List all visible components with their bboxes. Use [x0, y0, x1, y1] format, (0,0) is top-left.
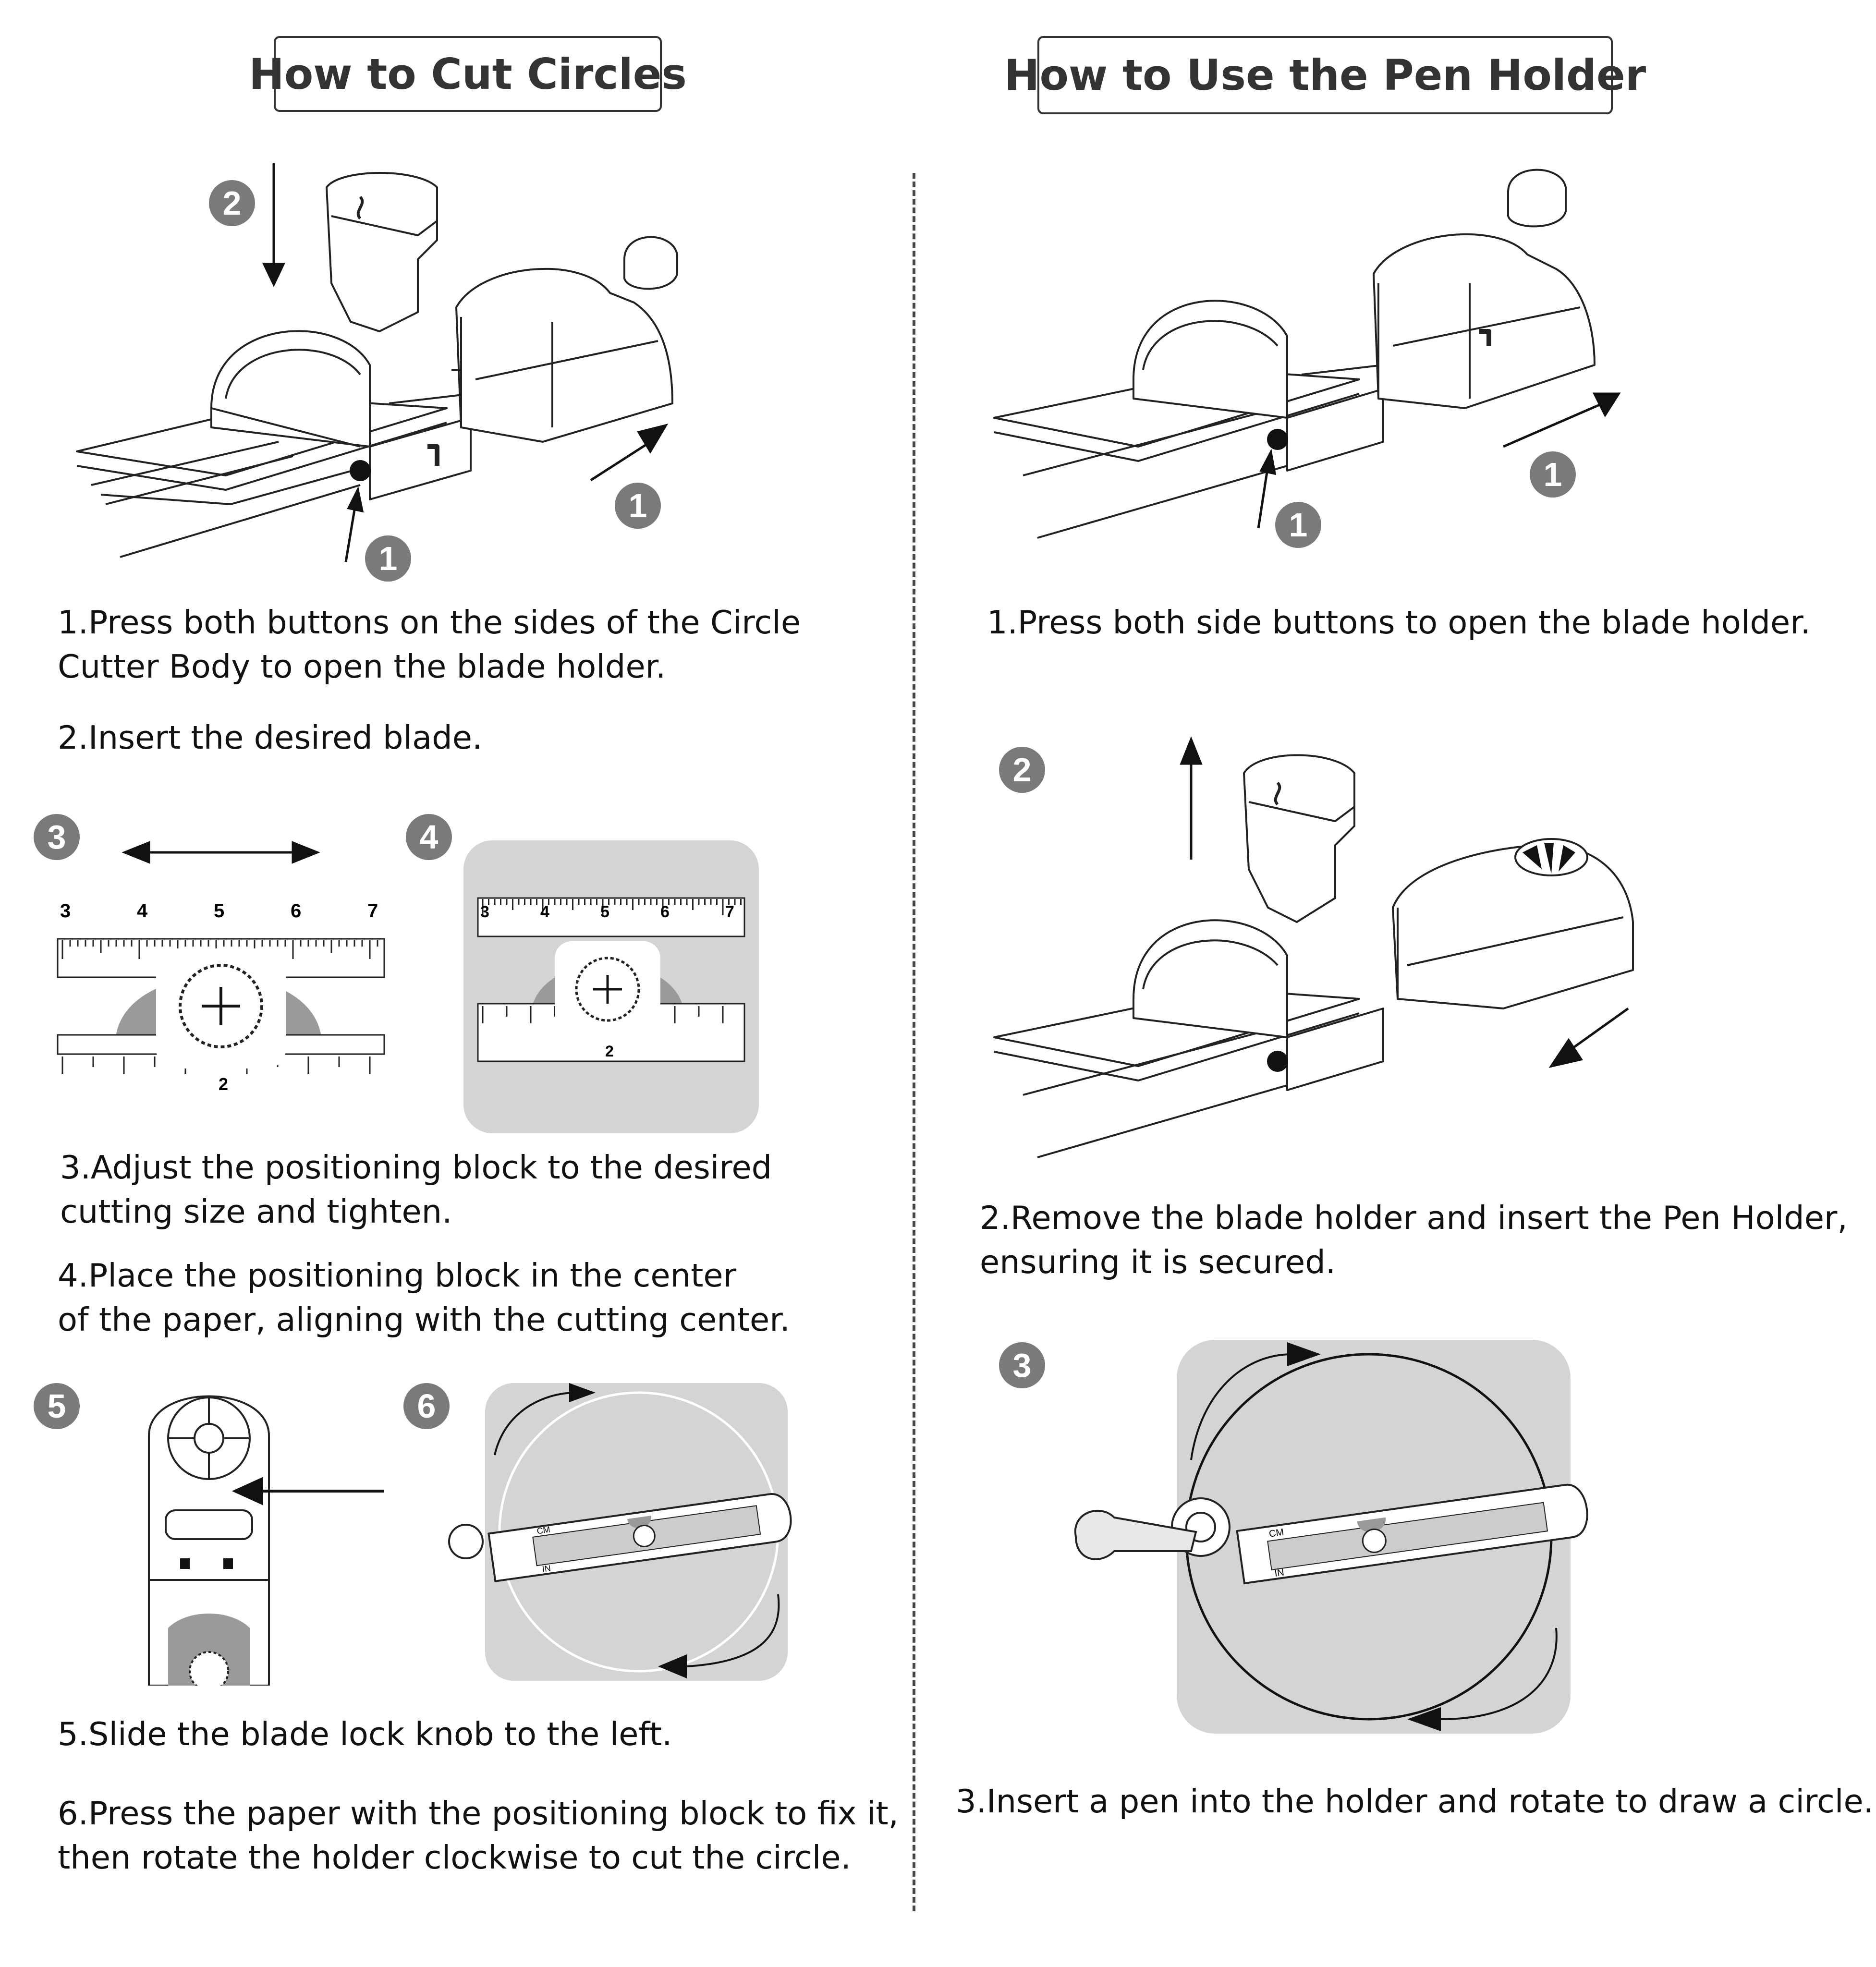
ruler3-top-tick: 7: [367, 900, 378, 922]
step-badge-5: 5: [34, 1383, 80, 1429]
ruler4-top-tick: 5: [600, 903, 609, 921]
right-section-title: How to Use the Pen Holder: [1004, 36, 1646, 114]
right-step-1: 1.Press both side buttons to open the bl…: [987, 604, 1811, 641]
left-section-title: How to Cut Circles: [249, 36, 687, 112]
left-step-2: 2.Insert the desired blade.: [58, 719, 483, 756]
step-badge-3: 3: [34, 814, 80, 860]
right-step-badge-1b: 1: [1530, 451, 1576, 498]
right-step-badge-1a: 1: [1275, 502, 1321, 548]
left-step-1: 1.Press both buttons on the sides of the…: [58, 604, 801, 686]
ruler4-top-tick: 6: [660, 903, 670, 921]
draw-circle-illustration: CM IN: [1071, 1325, 1599, 1748]
ruler3-bottom-tick: 2: [219, 1074, 228, 1094]
ruler-pen-in-label: IN: [1274, 1567, 1285, 1579]
right-step-3: 3.Insert a pen into the holder and rotat…: [956, 1783, 1874, 1820]
pen-holder-open-illustration: [989, 158, 1662, 567]
left-step-5: 5.Slide the blade lock knob to the left.: [58, 1715, 672, 1753]
cutter-open-illustration: [72, 158, 720, 591]
right-step-badge-2: 2: [999, 747, 1045, 793]
ruler4-bottom-tick: 2: [605, 1043, 614, 1060]
ruler4-top-tick: 7: [725, 903, 734, 921]
left-step-3: 3.Adjust the positioning block to the de…: [60, 1149, 772, 1231]
ruler-center-illustration: 3 4 5 6 7 2: [463, 840, 759, 1133]
ruler4-top-tick: 3: [480, 903, 489, 921]
ruler3-top-tick: 6: [291, 900, 301, 922]
step-badge-6: 6: [403, 1383, 450, 1429]
right-step-badge-3: 3: [999, 1342, 1045, 1388]
left-step-4: 4.Place the positioning block in the cen…: [58, 1257, 790, 1339]
step-badge-1a: 1: [365, 535, 411, 582]
column-divider: [913, 173, 915, 1911]
ruler6-in-label: IN: [541, 1563, 551, 1574]
blade-lock-illustration: [144, 1378, 394, 1691]
step-badge-1b: 1: [615, 483, 661, 529]
ruler6-cm-label: CM: [536, 1525, 551, 1536]
cut-circle-illustration: CM IN: [447, 1373, 841, 1690]
step-badge-4: 4: [406, 814, 452, 860]
left-step-6: 6.Press the paper with the positioning b…: [58, 1795, 899, 1877]
ruler3-top-tick: 4: [137, 900, 148, 922]
ruler-pen-cm-label: CM: [1268, 1527, 1285, 1540]
ruler-adjust-illustration: 3 4 5 6 7 2: [53, 833, 389, 1112]
ruler3-top-tick: 3: [60, 900, 71, 922]
step-badge-2: 2: [209, 180, 255, 226]
ruler4-top-tick: 4: [540, 903, 549, 921]
right-step-2: 2.Remove the blade holder and insert the…: [980, 1199, 1848, 1281]
ruler3-top-tick: 5: [214, 900, 224, 922]
pen-holder-insert-illustration: [989, 730, 1662, 1177]
